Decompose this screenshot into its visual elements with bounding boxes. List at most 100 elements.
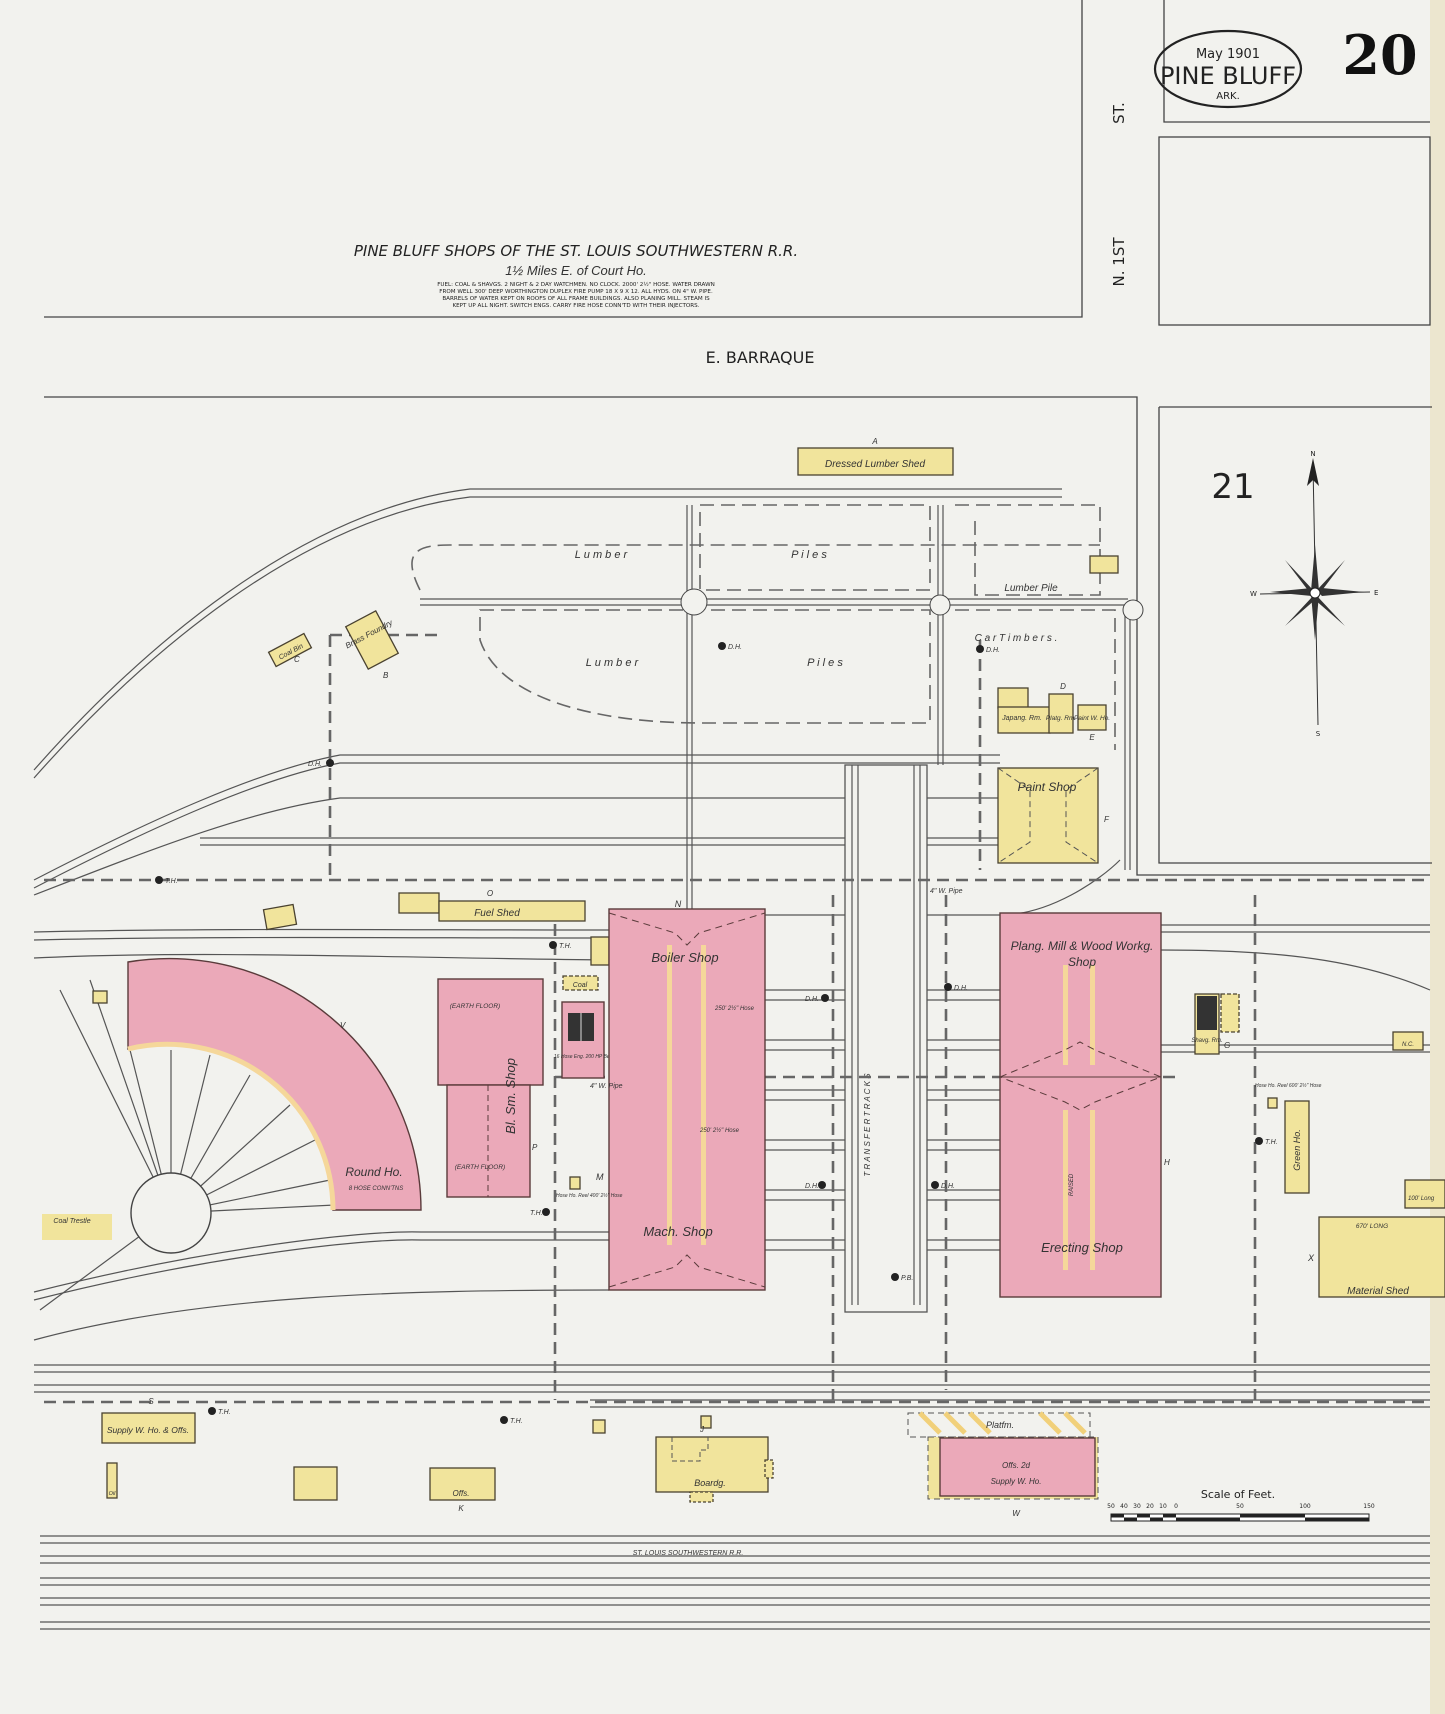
- blacksmith-floor-top: (Earth Floor): [450, 1003, 500, 1010]
- planing-mill-label-1: Plang. Mill & Wood Workg.: [1011, 939, 1154, 953]
- japanning-room-label: Japang. Rm.: [1001, 715, 1042, 722]
- hydrant-label: T.H.: [559, 943, 572, 950]
- paper-edge: [1430, 0, 1445, 1714]
- brass-foundry-letter: B: [383, 671, 389, 680]
- fuel-shed: Fuel Shed O: [398, 889, 586, 922]
- hydrant-icon: T.H.: [208, 1407, 231, 1416]
- oil-house: Oil: [106, 1462, 118, 1499]
- offices-label: Offs.: [453, 1489, 470, 1498]
- japanning-plating-buildings: Japang. Rm. Platg. Rm. D Paint W. Ho. E: [997, 682, 1110, 742]
- car-timbers-label: C a r T i m b e r s .: [975, 633, 1058, 644]
- boarding-label: Boardg.: [694, 1478, 726, 1488]
- sheet-city: Pine Bluff: [1160, 62, 1296, 90]
- supply-warehouse-label-1: Offs. 2d: [1002, 1461, 1031, 1470]
- hydrant-label: P.B.: [901, 1275, 913, 1282]
- block-outlines: [44, 0, 1432, 876]
- hydrant-icon: D.H.: [944, 983, 968, 992]
- hydrant-icon: D.H.: [805, 994, 829, 1003]
- erecting-shop-letter: H: [1164, 1158, 1170, 1167]
- sheet-date: May 1901: [1196, 47, 1260, 62]
- blacksmith-shop: (Earth Floor) (Earth Floor) Bl. Sm. Shop…: [437, 978, 544, 1198]
- platform-label: Platfm.: [986, 1420, 1014, 1430]
- hydrant-icon: T.H.: [1255, 1137, 1278, 1146]
- round-house-label: Round Ho.: [345, 1165, 402, 1179]
- sheet-key: May 1901 Pine Bluff Ark. 20: [1153, 23, 1418, 109]
- round-house-note: 8 Hose Conn'tns: [349, 1186, 404, 1192]
- hydrant-label: D.H.: [728, 644, 742, 651]
- hydrant-label: T.H.: [165, 878, 178, 885]
- hydrant-icon: T.H.: [500, 1416, 523, 1425]
- hose-reel-note: Hose Ho. Reel 400' 2½" Hose: [556, 1192, 623, 1199]
- hydrant-label: T.H.: [530, 1210, 543, 1217]
- hydrant-icon: D.H.: [805, 1181, 826, 1190]
- supply-warehouse-w: Platfm. Offs. 2d Supply W. Ho. W: [907, 1411, 1099, 1518]
- water-pipe-label: 4" W. Pipe: [590, 1083, 623, 1090]
- water-pipe-label-2: 4" W. Pipe: [930, 888, 963, 895]
- hydrant-label: D.H.: [954, 985, 968, 992]
- paint-warehouse-label: Paint W. Ho.: [1074, 715, 1110, 722]
- paint-shop-label: Paint Shop: [1018, 780, 1077, 794]
- scale-tick: 50: [1236, 1503, 1244, 1510]
- turntable: [130, 1172, 212, 1254]
- adjacent-sheet-number: 21: [1211, 467, 1254, 507]
- lumber-pile-label: Lumber Pile: [1004, 583, 1058, 594]
- brass-foundry: Brass Foundry: [344, 609, 400, 671]
- supply-warehouse-offices: Supply W. Ho. & Offs. S: [101, 1397, 196, 1444]
- boiler-machine-shop: Boiler Shop N Mach. Shop M 250' 2½" Hose…: [596, 899, 766, 1291]
- scale-tick: 20: [1146, 1503, 1154, 1510]
- blacksmith-floor-bottom: (Earth Floor): [455, 1164, 505, 1171]
- scale-tick: 0: [1174, 1503, 1178, 1510]
- piles-label-2: P i l e s: [807, 657, 843, 669]
- hose-reel-note-right: Hose Ho. Reel 600' 2½" Hose: [1255, 1082, 1322, 1089]
- planing-mill-label-2: Shop: [1068, 955, 1096, 969]
- coal-trestle-label: Coal Trestle: [53, 1218, 90, 1225]
- boiler-shop-label: Boiler Shop: [651, 950, 718, 965]
- track-turn-circle: [680, 588, 708, 616]
- fuel-shed-label: Fuel Shed: [474, 908, 520, 919]
- small-shed: [92, 990, 108, 1004]
- shed-100-long: 100' Long: [1404, 1179, 1445, 1209]
- nc-building: N.C.: [1392, 1031, 1424, 1051]
- boiler-hose-note: 250' 2½" Hose: [714, 1005, 755, 1012]
- railroad-label: St. Louis Southwestern R.R.: [633, 1550, 744, 1557]
- boiler-house-note: 16 Hose Eng. 200 HP Belt: [554, 1054, 613, 1060]
- street-n-1st: N. 1st: [1110, 237, 1128, 287]
- hydrant-icon: D.H.: [931, 1181, 955, 1190]
- compass-w: W: [1250, 590, 1257, 598]
- boiler-house: 16 Hose Eng. 200 HP Belt: [554, 1001, 613, 1079]
- plating-room-label: Platg. Rm.: [1046, 715, 1077, 722]
- paint-warehouse-letter: E: [1089, 733, 1095, 742]
- green-house-label: Green Ho.: [1292, 1129, 1302, 1171]
- material-shed-length: 670' Long: [1356, 1223, 1388, 1230]
- scale-title: Scale of Feet.: [1201, 1488, 1275, 1501]
- boarding-letter: J: [699, 1425, 705, 1434]
- machine-hose-note: 250' 2½" Hose: [699, 1127, 740, 1134]
- dressed-lumber-shed-letter: A: [871, 437, 877, 446]
- track-turn-circle: [1122, 599, 1144, 621]
- scale-tick: 150: [1363, 1503, 1375, 1510]
- machine-shop-label: Mach. Shop: [643, 1224, 712, 1239]
- key-oval: [1153, 29, 1303, 109]
- coal-shed: Coal: [562, 975, 599, 991]
- scale-tick: 50: [1107, 1503, 1115, 1510]
- round-house: Round Ho. 8 Hose Conn'tns V: [127, 957, 422, 1211]
- transfer-tracks: T R A N S F E R T R A C K S: [844, 764, 928, 1313]
- green-house: Green Ho.: [1284, 1100, 1310, 1194]
- hydrant-label: T.H.: [510, 1418, 523, 1425]
- shaving-room-letter: G: [1224, 1041, 1230, 1050]
- machine-shop-letter: M: [596, 1172, 604, 1182]
- blacksmith-shop-letter: P: [532, 1143, 538, 1152]
- supply-offices-label: Supply W. Ho. & Offs.: [107, 1425, 189, 1435]
- scale-tick: 10: [1159, 1503, 1167, 1510]
- oil-label: Oil: [109, 1491, 117, 1497]
- piles-label-1: P i l e s: [791, 549, 827, 561]
- material-shed: 670' Long Material Shed X: [1307, 1216, 1445, 1298]
- paint-shop: Paint Shop F: [997, 767, 1110, 864]
- boiler-shop-letter: N: [675, 899, 682, 909]
- hydrant-icon: T.H.: [549, 941, 572, 950]
- small-shed: [1089, 555, 1119, 574]
- supply-offices-letter: S: [148, 1397, 154, 1406]
- supply-warehouse-label-2: Supply W. Ho.: [991, 1477, 1042, 1486]
- sheet-number: 20: [1342, 23, 1417, 87]
